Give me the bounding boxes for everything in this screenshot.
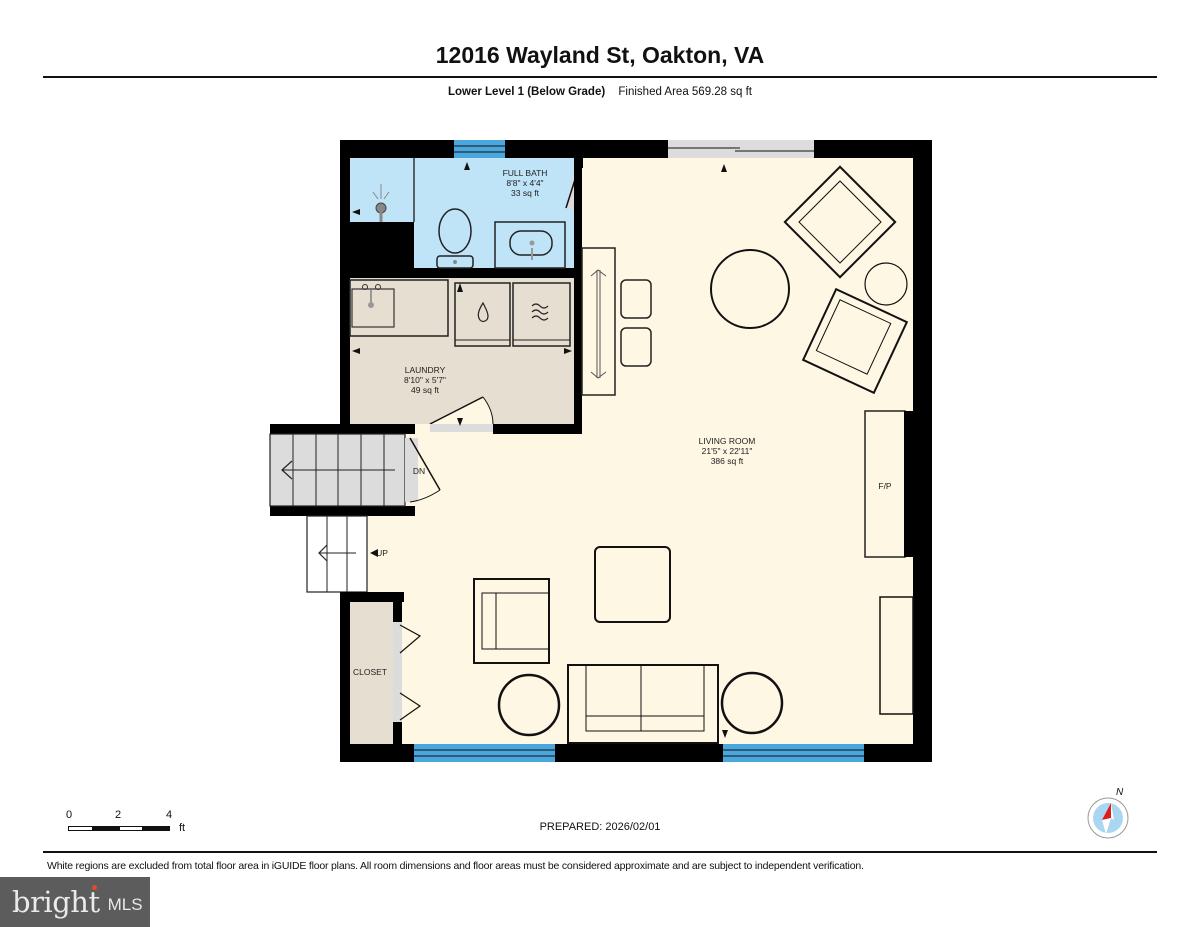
scale-segment <box>93 826 119 831</box>
scale-segment <box>68 826 93 831</box>
bath-sink-icon <box>494 221 566 269</box>
full-bath-name: FULL BATH <box>503 168 548 178</box>
scale-segment <box>119 826 143 831</box>
armchair-right <box>801 287 909 395</box>
closet-name: CLOSET <box>353 667 387 677</box>
scale-bar: 0 2 4 ft <box>66 809 206 839</box>
full-bath-dimensions: 8'8" x 4'4" <box>506 178 543 188</box>
laundry-area: LAUNDRY 8'10" x 5'7" 49 sq ft <box>340 278 582 434</box>
ottoman <box>594 546 671 623</box>
fireplace: F/P <box>864 410 914 558</box>
stairs-up-label: UP <box>376 548 388 558</box>
scale-tick: 2 <box>115 809 122 821</box>
footer-divider <box>43 851 1157 853</box>
living-room-dimensions: 21'5" x 22'11" <box>702 446 753 456</box>
interior-wall <box>574 158 582 433</box>
armchair-left <box>473 578 550 664</box>
utility-sink-icon <box>351 284 395 328</box>
living-room-name: LIVING ROOM <box>699 436 756 446</box>
bright-mls-logo: bright MLS <box>0 877 150 927</box>
sliding-door <box>668 140 814 172</box>
laundry-area: 49 sq ft <box>411 385 440 395</box>
end-table-left <box>497 673 561 737</box>
closet-area: CLOSET <box>350 592 422 744</box>
fireplace-label: F/P <box>878 481 892 491</box>
bar-stool <box>620 327 652 367</box>
disclaimer-text: White regions are excluded from total fl… <box>47 860 864 872</box>
scale-tick: 4 <box>166 809 173 821</box>
side-table <box>864 262 908 306</box>
stairs-up: UP <box>306 515 404 602</box>
floor-level-label: Lower Level 1 (Below Grade) <box>447 86 606 98</box>
dryer-icon <box>512 282 571 347</box>
armchair-top-right <box>783 165 897 279</box>
logo-dot-icon <box>91 884 97 890</box>
stairs-down-label: DN <box>413 466 425 476</box>
toilet-icon <box>436 208 474 269</box>
bottom-window-left <box>414 744 555 762</box>
bar-counter <box>581 247 652 396</box>
title-divider <box>43 76 1157 78</box>
scale-segment <box>143 826 170 831</box>
console-table <box>879 596 914 715</box>
prepared-date: PREPARED: 2026/02/01 <box>539 821 661 833</box>
washer-icon <box>454 282 511 347</box>
logo-suffix: MLS <box>107 895 143 914</box>
scale-unit: ft <box>179 822 186 834</box>
sofa <box>567 664 719 744</box>
laundry-dimensions: 8'10" x 5'7" <box>404 375 446 385</box>
bar-stool <box>620 279 652 319</box>
shower-icon <box>352 184 390 222</box>
full-bath-area: 33 sq ft <box>511 188 540 198</box>
floor-subtitle: Lower Level 1 (Below Grade) Finished Are… <box>0 86 1200 98</box>
round-table <box>710 249 790 329</box>
compass-icon: N <box>1087 787 1129 839</box>
living-furniture <box>473 165 914 744</box>
stairs-down: DN <box>269 424 441 516</box>
bottom-window-right <box>722 730 864 762</box>
finished-area-label: Finished Area 569.28 sq ft <box>618 86 753 98</box>
end-table-right <box>720 671 784 735</box>
floor-plan: FULL BATH 8'8" x 4'4" 33 sq ft <box>269 140 932 762</box>
bath-area: FULL BATH 8'8" x 4'4" 33 sq ft <box>350 158 584 278</box>
page-title: 12016 Wayland St, Oakton, VA <box>435 42 765 68</box>
laundry-name: LAUNDRY <box>405 365 446 375</box>
living-room-area: 386 sq ft <box>711 456 744 466</box>
bath-window <box>454 140 505 158</box>
scale-tick: 0 <box>66 809 73 821</box>
logo-brand: bright <box>12 885 100 919</box>
compass-north-label: N <box>1116 787 1124 798</box>
